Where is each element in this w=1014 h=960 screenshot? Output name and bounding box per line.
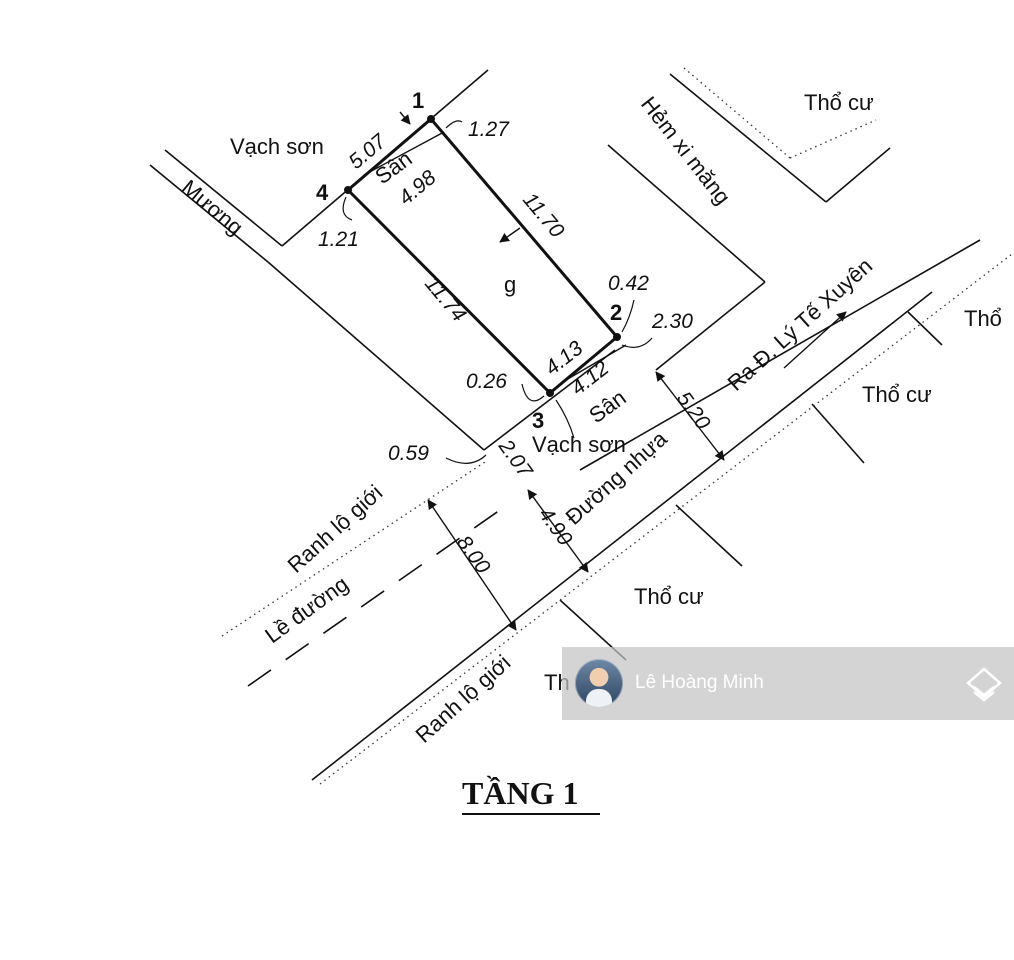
point-label-2: 2 <box>610 300 622 325</box>
dim-arrow-490 <box>527 489 589 573</box>
road-boundary-upper <box>579 239 981 471</box>
canal-line-b <box>164 149 283 247</box>
front-road-line <box>483 349 616 451</box>
setback-line-top <box>363 131 445 176</box>
dim-127: 1.27 <box>468 118 510 141</box>
label-g: g <box>504 272 516 297</box>
dim-059: 0.59 <box>388 442 429 465</box>
residential-block-edge <box>669 73 827 203</box>
dotted-boundary-4 <box>789 119 877 159</box>
leader-121 <box>342 196 353 221</box>
label-tho-cu-2: Thổ <box>964 306 1002 331</box>
dim-arrow-1170 <box>499 227 521 243</box>
direction-arrow <box>783 311 847 369</box>
layered-diamond-logo-icon <box>966 667 1002 702</box>
dim-230: 2.30 <box>651 310 693 333</box>
dim-026: 0.26 <box>466 370 507 393</box>
dim-1174: 11.74 <box>420 272 470 326</box>
dim-042: 0.42 <box>608 272 649 295</box>
leader-042 <box>621 299 635 333</box>
leader-vachson <box>555 399 575 439</box>
uploader-watermark: Lê Hoàng Minh <box>562 647 1014 720</box>
dotted-boundary-3 <box>683 67 791 159</box>
corner-point-1 <box>427 115 435 123</box>
leader-230 <box>621 337 653 348</box>
label-muong: Mương <box>177 175 248 240</box>
uploader-name: Lê Hoàng Minh <box>635 672 764 693</box>
label-tho-cu-3: Thổ cư <box>862 382 932 407</box>
dim-121: 1.21 <box>318 228 359 251</box>
lot-right-extension <box>655 281 766 371</box>
corner-point-4 <box>344 186 352 194</box>
corner-point-3 <box>546 389 554 397</box>
label-ra-duong: Ra Đ. Lý Tế Xuyên <box>723 253 878 396</box>
dim-arrow-520 <box>655 371 725 461</box>
setback-line-bottom <box>565 344 627 381</box>
person-avatar <box>575 659 623 707</box>
dotted-boundary-1 <box>221 459 489 637</box>
lot-left-extension <box>267 261 485 451</box>
hem-edge <box>607 144 766 283</box>
dim-1170: 11.70 <box>518 188 569 242</box>
point-label-1: 1 <box>412 88 424 113</box>
label-tho-cu-1: Thổ cư <box>804 90 874 115</box>
label-tho-cu-4: Thổ cư <box>634 584 704 609</box>
residential-block-edge-2 <box>825 147 891 203</box>
drawing-title: TẦNG 1 <box>462 775 578 811</box>
road-boundary-lower <box>311 291 933 781</box>
label-ranh-1: Ranh lộ giới <box>283 480 388 578</box>
dotted-boundary-2 <box>319 253 1013 785</box>
leader-127 <box>445 120 463 129</box>
dim-arrow-800 <box>427 499 517 631</box>
label-le-duong: Lề đường <box>260 571 353 648</box>
dim-207: 2.07 <box>493 435 537 483</box>
point-label-4: 4 <box>316 180 329 205</box>
dim-520: 5.20 <box>672 387 715 434</box>
dim-arrow-4-1 <box>399 111 411 125</box>
leader-026 <box>521 383 545 402</box>
label-vach-son-bottom: Vạch sơn <box>532 432 626 457</box>
leader-059 <box>445 454 487 464</box>
label-ranh-2: Ranh lộ giới <box>411 650 516 748</box>
lot-divider-2 <box>811 403 865 464</box>
lot-divider-1 <box>907 311 943 346</box>
label-vach-son-top: Vạch sơn <box>230 134 324 159</box>
point-label-3: 3 <box>532 408 544 433</box>
label-hem: Hẻm xi măng <box>636 92 735 210</box>
corner-point-2 <box>613 333 621 341</box>
canal-line-a <box>149 164 269 263</box>
lot-divider-3 <box>675 504 743 567</box>
